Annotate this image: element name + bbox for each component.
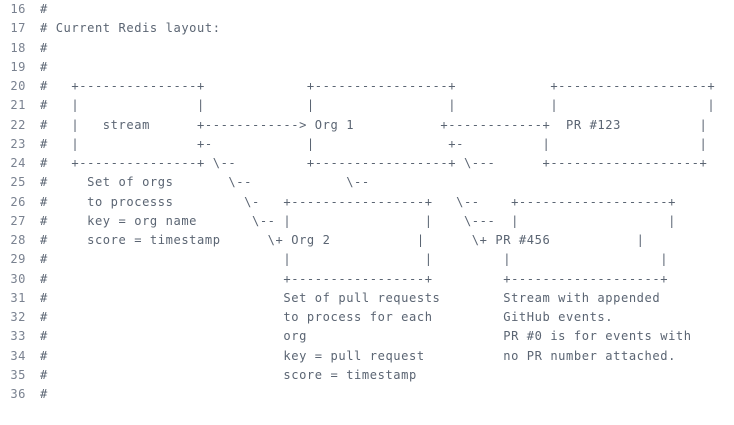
line-text[interactable]: # xyxy=(40,59,48,74)
line-text[interactable]: # org PR #0 is for events with xyxy=(40,329,692,344)
line-text[interactable]: # | +- | +- | | xyxy=(40,136,708,151)
line-number: 35 xyxy=(10,367,26,382)
line-number: 20 xyxy=(10,79,26,93)
line-number: 21 xyxy=(10,98,26,113)
code-line[interactable]: 23 # | +- | +- | | xyxy=(0,135,734,154)
line-number: 25 xyxy=(10,175,26,190)
code-line[interactable]: 35 # score = timestamp xyxy=(0,366,734,385)
line-text[interactable]: # +---------------+ +-----------------+ … xyxy=(40,79,716,93)
line-text[interactable]: # | | | | | | xyxy=(40,98,716,113)
line-number: 33 xyxy=(10,329,26,344)
code-line[interactable]: 17 # Current Redis layout: xyxy=(0,19,734,38)
code-line[interactable]: 16 # xyxy=(0,0,734,19)
code-line[interactable]: 22 # | stream +------------> Org 1 +-----… xyxy=(0,116,734,135)
line-number: 23 xyxy=(10,136,26,151)
line-text[interactable]: # xyxy=(40,387,48,401)
line-number: 32 xyxy=(10,310,26,324)
line-text[interactable]: # score = timestamp xyxy=(40,367,417,382)
line-number: 22 xyxy=(10,117,26,132)
line-text[interactable]: # score = timestamp \+ Org 2 | \+ PR #45… xyxy=(40,233,645,247)
line-text[interactable]: # Set of pull requests Stream with appen… xyxy=(40,290,661,305)
code-line[interactable]: 31 # Set of pull requests Stream with app… xyxy=(0,289,734,308)
code-line[interactable]: 28 # score = timestamp \+ Org 2 | \+ PR #… xyxy=(0,231,734,250)
code-line[interactable]: 24 # +---------------+ \-- +-------------… xyxy=(0,154,734,173)
line-number: 17 xyxy=(10,21,26,36)
code-line[interactable]: 36 # xyxy=(0,385,734,404)
code-line[interactable]: 25 # Set of orgs \-- \-- xyxy=(0,173,734,192)
code-line[interactable]: 20 # +---------------+ +-----------------… xyxy=(0,77,734,96)
code-line[interactable]: 29 # | | | | xyxy=(0,250,734,269)
line-text[interactable]: # key = pull request no PR number attach… xyxy=(40,348,676,363)
code-line[interactable]: 21 # | | | | | | xyxy=(0,96,734,115)
line-text[interactable]: # to processs \- +-----------------+ \--… xyxy=(40,194,676,209)
line-number: 36 xyxy=(10,387,26,401)
line-number: 19 xyxy=(10,59,26,74)
line-number: 29 xyxy=(10,252,26,267)
code-line[interactable]: 26 # to processs \- +-----------------+ \… xyxy=(0,193,734,212)
line-number: 30 xyxy=(10,271,26,286)
line-text[interactable]: # to process for each GitHub events. xyxy=(40,310,614,324)
code-line[interactable]: 18 # xyxy=(0,39,734,58)
line-text[interactable]: # +---------------+ \-- +---------------… xyxy=(40,156,708,170)
line-text[interactable]: # xyxy=(40,40,48,55)
code-line[interactable]: 27 # key = org name \-- | | \--- | | xyxy=(0,212,734,231)
line-number: 18 xyxy=(10,40,26,55)
line-text[interactable]: # Set of orgs \-- \-- xyxy=(40,175,370,190)
line-number: 28 xyxy=(10,233,26,247)
code-line[interactable]: 33 # org PR #0 is for events with xyxy=(0,327,734,346)
code-line[interactable]: 34 # key = pull request no PR number atta… xyxy=(0,347,734,366)
line-text[interactable]: # | | | | xyxy=(40,252,669,267)
line-number: 27 xyxy=(10,213,26,228)
code-line[interactable]: 30 # +-----------------+ +---------------… xyxy=(0,270,734,289)
code-line[interactable]: 19 # xyxy=(0,58,734,77)
line-text[interactable]: # key = org name \-- | | \--- | | xyxy=(40,213,676,228)
line-number: 26 xyxy=(10,194,26,209)
line-number: 34 xyxy=(10,348,26,363)
code-line[interactable]: 32 # to process for each GitHub events. xyxy=(0,308,734,327)
line-text[interactable]: # xyxy=(40,2,48,16)
line-text[interactable]: # Current Redis layout: xyxy=(40,21,221,36)
line-number: 24 xyxy=(10,156,26,170)
line-number: 31 xyxy=(10,290,26,305)
line-text[interactable]: # | stream +------------> Org 1 +-------… xyxy=(40,117,708,132)
line-text[interactable]: # +-----------------+ +-----------------… xyxy=(40,271,669,286)
line-number: 16 xyxy=(10,2,26,16)
